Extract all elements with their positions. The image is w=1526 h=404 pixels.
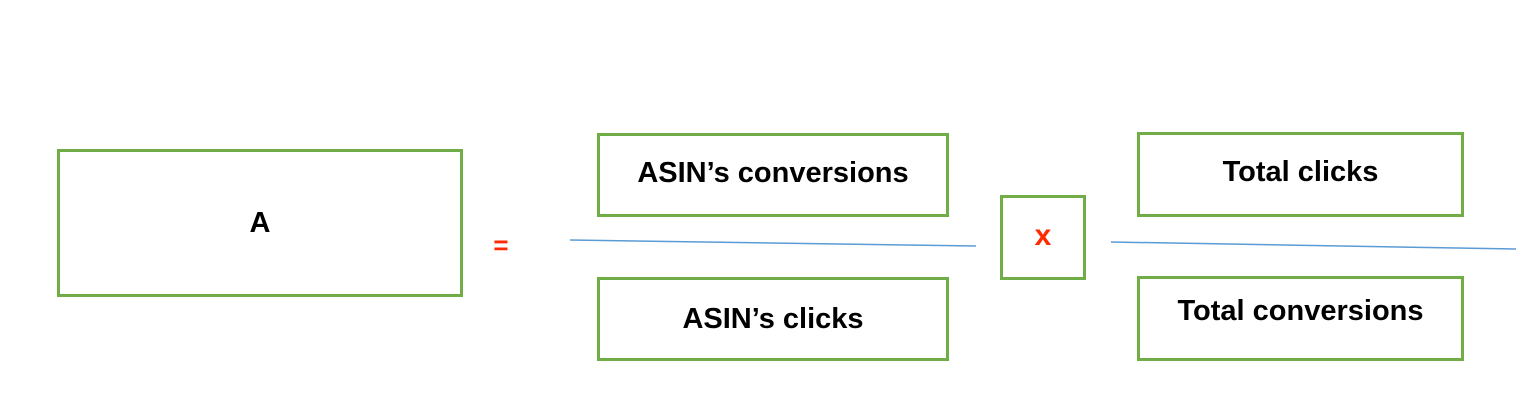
equals-sign: = xyxy=(493,230,509,260)
multiply-sign: x xyxy=(1034,218,1052,252)
fraction-bar-left xyxy=(569,239,977,247)
left-numerator-label: ASIN’s conversions xyxy=(637,156,909,189)
left-denominator-label: ASIN’s clicks xyxy=(682,302,864,335)
left-numerator-box: ASIN’s conversions xyxy=(597,133,949,217)
right-denominator-box: Total conversions xyxy=(1137,276,1464,361)
multiply-box: x xyxy=(1000,195,1086,280)
result-box: A xyxy=(57,149,463,297)
right-numerator-box: Total clicks xyxy=(1137,132,1464,217)
fraction-bar-right xyxy=(1110,241,1517,250)
result-label: A xyxy=(249,206,271,239)
right-denominator-label: Total conversions xyxy=(1177,295,1424,327)
left-denominator-box: ASIN’s clicks xyxy=(597,277,949,361)
right-numerator-label: Total clicks xyxy=(1222,156,1379,188)
